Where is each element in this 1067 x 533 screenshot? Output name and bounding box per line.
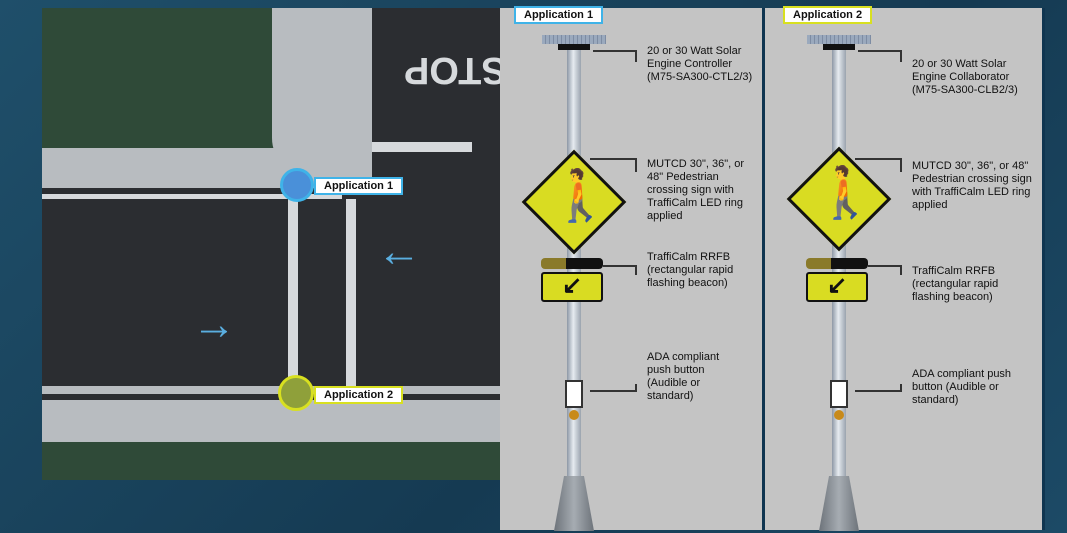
pedestrian-icon: 🚶 bbox=[814, 164, 877, 221]
callout-push-button: ADA compliant push button (Audible or st… bbox=[912, 368, 1012, 406]
push-button-sign bbox=[830, 380, 848, 408]
crosswalk-line bbox=[346, 199, 356, 389]
leader-line bbox=[603, 265, 637, 275]
callout-solar-engine: 20 or 30 Watt Solar Engine Collaborator … bbox=[912, 58, 1018, 96]
panel-title: Application 2 bbox=[783, 6, 873, 24]
solar-collaborator bbox=[823, 44, 855, 50]
leader-line bbox=[855, 384, 902, 392]
panel-title: Application 1 bbox=[514, 6, 604, 24]
leader-line bbox=[590, 384, 637, 392]
callout-push-button: ADA compliant push button (Audible or st… bbox=[647, 351, 720, 402]
application-2-marker[interactable] bbox=[278, 375, 314, 411]
application-1-panel: Application 1 🚶 ↙ 20 or 30 Watt Solar En… bbox=[500, 6, 765, 531]
push-button-sign bbox=[565, 380, 583, 408]
street-intersection-illustration: STOP ← → Application 1 Application 2 bbox=[42, 8, 500, 480]
arrow-left-icon: ← bbox=[377, 227, 421, 276]
callout-rrfb: TraffiCalm RRFB (rectangular rapid flash… bbox=[647, 251, 734, 289]
diagonal-arrow-sign: ↙ bbox=[806, 272, 868, 302]
pedestrian-icon: 🚶 bbox=[549, 167, 612, 224]
crosswalk-line bbox=[288, 199, 298, 389]
crosswalk-line bbox=[42, 194, 342, 199]
solar-controller bbox=[558, 44, 590, 50]
rrfb-beacon bbox=[806, 258, 868, 269]
leader-line bbox=[868, 265, 902, 275]
push-button bbox=[834, 410, 844, 420]
diagonal-arrow-sign: ↙ bbox=[541, 272, 603, 302]
push-button bbox=[569, 410, 579, 420]
callout-rrfb: TraffiCalm RRFB (rectangular rapid flash… bbox=[912, 265, 999, 303]
arrow-right-icon: → bbox=[192, 300, 236, 349]
application-2-panel: Application 2 🚶 ↙ 20 or 30 Watt Solar En… bbox=[765, 6, 1045, 531]
application-2-map-label: Application 2 bbox=[314, 386, 404, 404]
grass-area bbox=[42, 442, 500, 480]
solar-panel-icon bbox=[542, 35, 606, 44]
pole-base bbox=[554, 476, 594, 531]
leader-line bbox=[858, 50, 902, 62]
leader-line bbox=[855, 158, 902, 172]
pole-base bbox=[819, 476, 859, 531]
callout-solar-engine: 20 or 30 Watt Solar Engine Controller (M… bbox=[647, 45, 753, 83]
stop-line bbox=[372, 142, 472, 152]
sidewalk-bottom bbox=[42, 400, 500, 442]
leader-line bbox=[593, 50, 637, 62]
callout-pedestrian-sign: MUTCD 30", 36", or 48" Pedestrian crossi… bbox=[912, 160, 1032, 211]
curb bbox=[42, 386, 500, 394]
leader-line bbox=[590, 158, 637, 172]
application-1-map-label: Application 1 bbox=[314, 177, 404, 195]
solar-panel-icon bbox=[807, 35, 871, 44]
application-1-marker[interactable] bbox=[280, 168, 314, 202]
callout-pedestrian-sign: MUTCD 30", 36", or 48" Pedestrian crossi… bbox=[647, 158, 745, 222]
rrfb-beacon bbox=[541, 258, 603, 269]
stop-marking: STOP bbox=[404, 49, 500, 91]
grass-area bbox=[42, 8, 312, 148]
